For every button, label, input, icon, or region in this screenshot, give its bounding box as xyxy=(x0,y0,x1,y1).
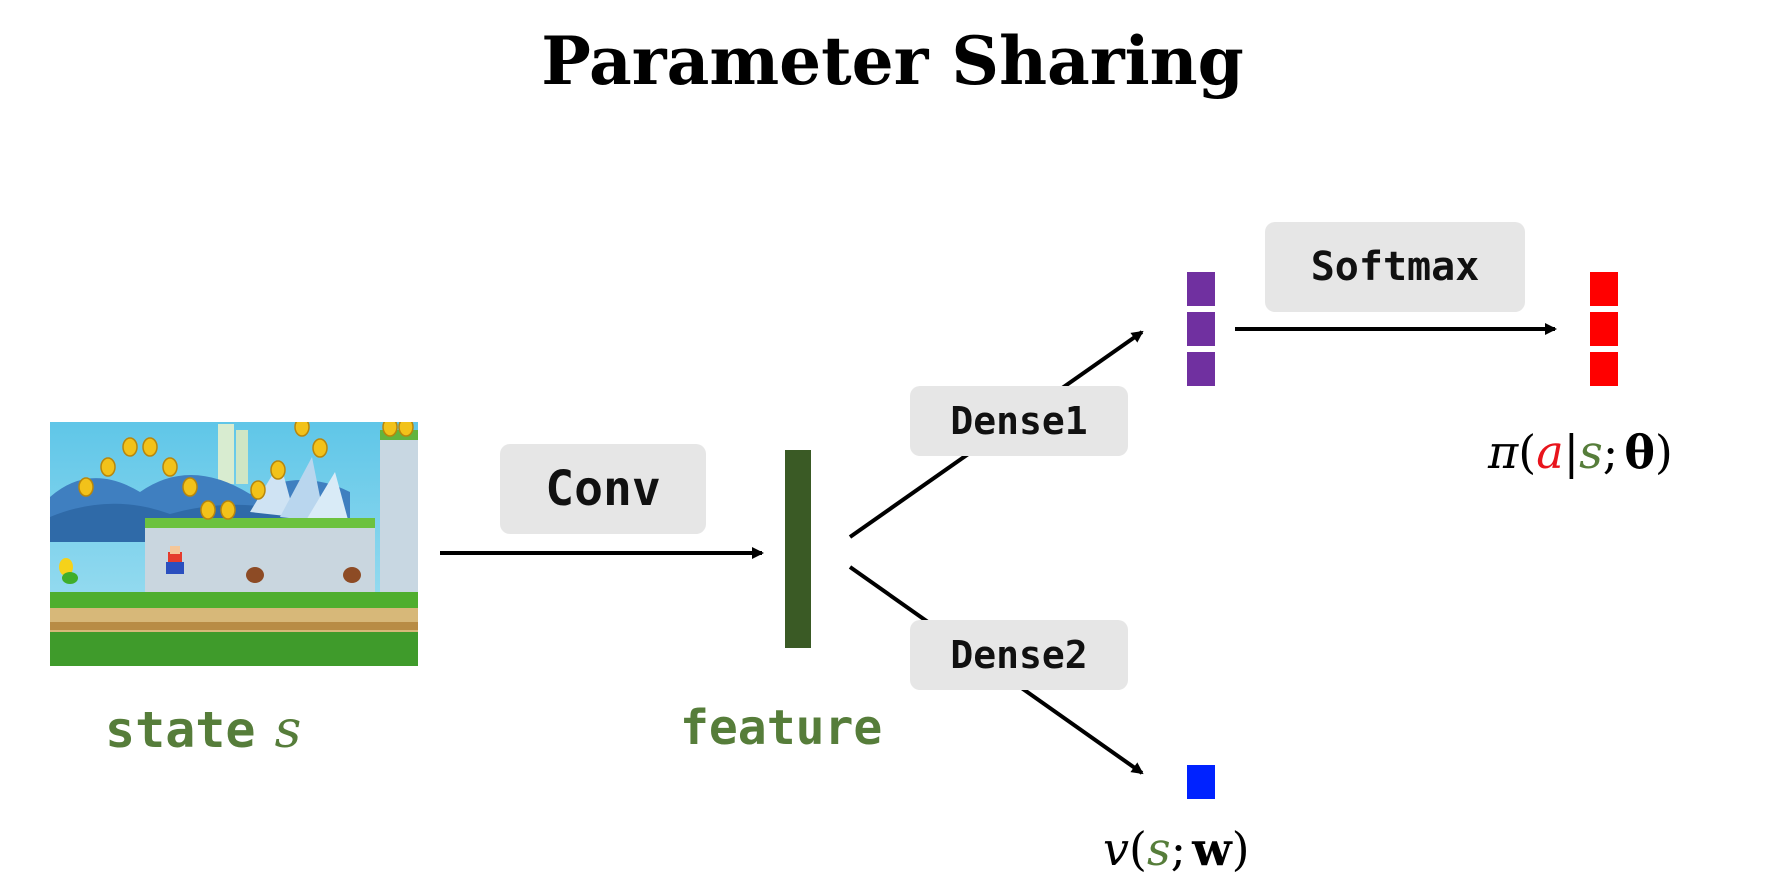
dense2-op-box: Dense2 xyxy=(910,620,1128,690)
policy-open-paren: ( xyxy=(1518,425,1537,479)
value-semicolon: ; xyxy=(1170,822,1187,876)
policy-pi: π xyxy=(1488,425,1519,479)
page-title: Parameter Sharing xyxy=(541,22,1244,100)
value-v: v xyxy=(1103,822,1129,876)
dense1-op-box: Dense1 xyxy=(910,386,1128,456)
policy-output-vector xyxy=(1590,272,1618,386)
state-label: state s xyxy=(105,700,301,760)
policy-bar: | xyxy=(1563,425,1580,479)
policy-label: π(a|s;θ) xyxy=(1488,425,1673,479)
value-output-scalar xyxy=(1187,765,1215,799)
value-open-paren: ( xyxy=(1129,822,1147,876)
policy-theta: θ xyxy=(1624,425,1655,479)
state-symbol: s xyxy=(274,700,302,760)
feature-vector-bar xyxy=(785,450,811,648)
policy-action: a xyxy=(1536,425,1564,479)
policy-close-paren: ) xyxy=(1654,425,1673,479)
dense1-output-vector xyxy=(1187,272,1215,386)
value-close-paren: ) xyxy=(1231,822,1250,876)
policy-state: s xyxy=(1579,425,1603,479)
softmax-op-box: Softmax xyxy=(1265,222,1525,312)
value-state: s xyxy=(1146,822,1171,876)
state-word: state xyxy=(105,701,256,759)
value-label: v(s;w) xyxy=(1103,822,1250,876)
policy-semicolon: ; xyxy=(1602,425,1619,479)
value-w: w xyxy=(1192,822,1232,876)
conv-op-box: Conv xyxy=(500,444,706,534)
game-state-image xyxy=(50,422,418,666)
feature-label: feature xyxy=(680,700,883,756)
